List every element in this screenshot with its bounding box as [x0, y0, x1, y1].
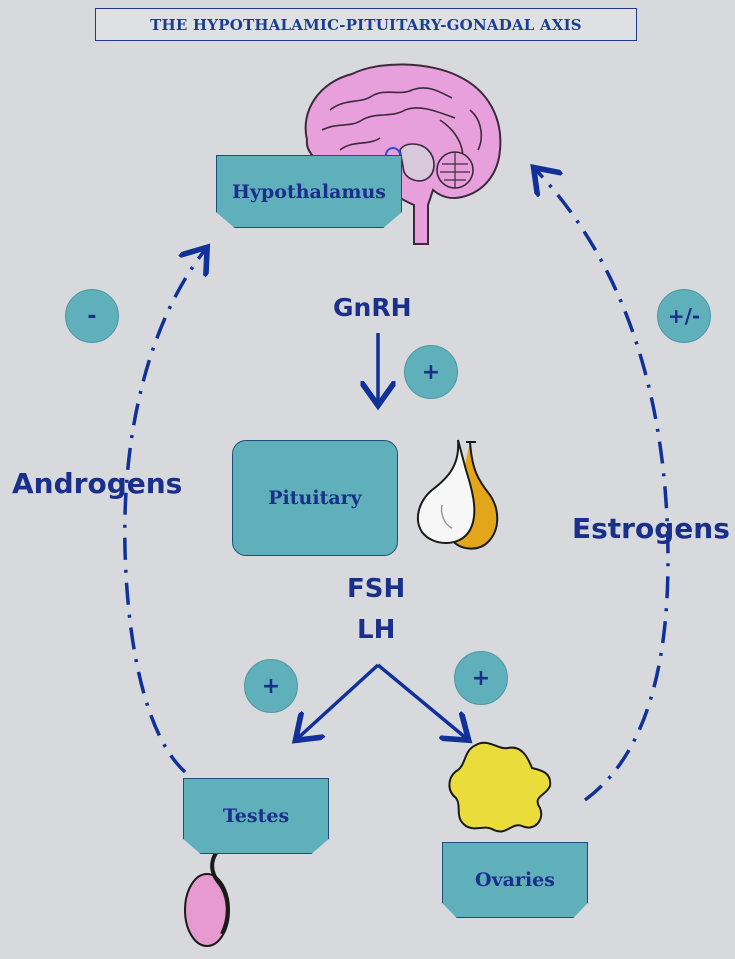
estrogens-label: Estrogens — [572, 512, 730, 545]
ovaries-positive-badge: + — [454, 651, 508, 705]
testis-icon — [184, 840, 230, 947]
testes-label: Testes — [222, 805, 290, 827]
estrogens-feedback-arrow — [536, 170, 670, 802]
estrogens-mixed-badge: +/- — [657, 289, 711, 343]
pituitary-gland-icon — [416, 439, 499, 550]
hypothalamus-label: Hypothalamus — [232, 180, 386, 203]
testes-box: Testes — [183, 778, 329, 854]
arrow-to-testes — [298, 663, 380, 738]
fsh-label: FSH — [347, 574, 406, 604]
diagram-title: THE HYPOTHALAMIC-PITUITARY-GONADAL AXIS — [95, 8, 637, 41]
ovaries-box: Ovaries — [442, 842, 588, 918]
gnrh-label: GnRH — [333, 293, 412, 322]
gnrh-positive-badge: + — [404, 345, 458, 399]
ovaries-sign: + — [471, 665, 491, 691]
pituitary-label: Pituitary — [268, 487, 362, 509]
androgens-feedback-arrow — [123, 250, 205, 774]
ovaries-label: Ovaries — [475, 869, 555, 891]
androgens-label: Androgens — [12, 467, 183, 500]
arrow-to-ovaries — [376, 663, 466, 738]
gnrh-sign: + — [421, 359, 441, 385]
hypothalamus-box: Hypothalamus — [216, 155, 402, 228]
androgens-sign: - — [87, 303, 97, 329]
ovary-icon — [448, 741, 552, 833]
estrogens-sign: +/- — [667, 304, 701, 328]
lh-label: LH — [357, 615, 396, 645]
pituitary-box: Pituitary — [232, 440, 398, 556]
testes-positive-badge: + — [244, 659, 298, 713]
testes-sign: + — [261, 673, 281, 699]
androgens-negative-badge: - — [65, 289, 119, 343]
